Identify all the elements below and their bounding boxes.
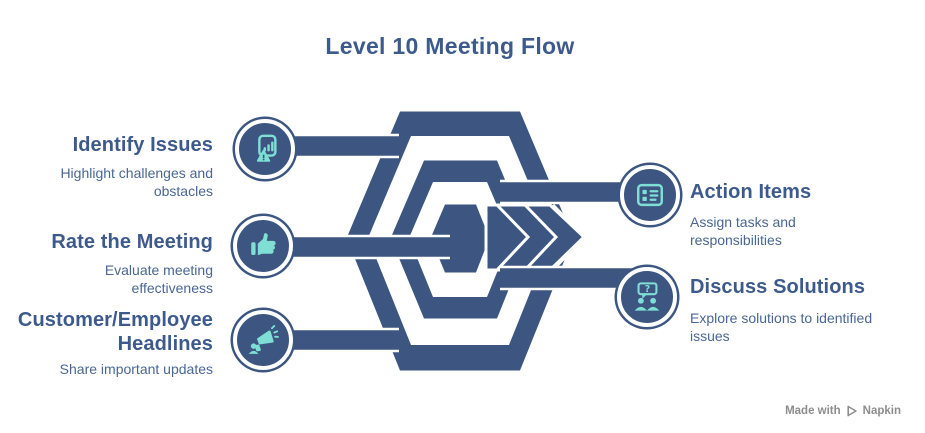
page-title: Level 10 Meeting Flow <box>325 33 575 59</box>
action-items-heading: Action Items <box>690 181 812 203</box>
made-with-label: Made with <box>785 405 841 417</box>
rate-the-meeting-heading: Rate the Meeting <box>51 231 213 253</box>
identify-issues-heading: Identify Issues <box>72 134 213 156</box>
document-alert-icon <box>256 134 277 162</box>
discuss-solutions-description: Explore solutions to identified issues <box>690 310 873 345</box>
rate-the-meeting-description: Evaluate meeting effectiveness <box>104 262 213 297</box>
headlines-description: Share important updates <box>59 361 213 377</box>
thumbs-up-icon <box>251 233 276 255</box>
icon-node-headlines <box>233 310 293 370</box>
icon-node-discuss-solutions: ? <box>617 267 677 327</box>
checklist-icon <box>637 183 663 207</box>
headlines-heading: Customer/Employee Headlines <box>17 309 213 355</box>
napkin-brand-label: Napkin <box>862 405 901 417</box>
identify-issues-description: Highlight challenges and obstacles <box>60 165 213 200</box>
icon-node-rate-the-meeting <box>233 216 293 276</box>
discussion-icon: ? <box>634 282 660 311</box>
svg-text:?: ? <box>645 284 650 295</box>
icon-node-action-items <box>620 165 680 225</box>
megaphone-icon <box>248 324 279 354</box>
discuss-solutions-heading: Discuss Solutions <box>690 276 866 298</box>
napkin-logo-icon <box>847 405 857 417</box>
napkin-attribution[interactable]: Made with Napkin <box>785 405 901 417</box>
icon-node-identify-issues <box>235 119 295 179</box>
action-items-description: Assign tasks and responsibilities <box>690 214 796 249</box>
chevron-arrows <box>484 203 587 272</box>
